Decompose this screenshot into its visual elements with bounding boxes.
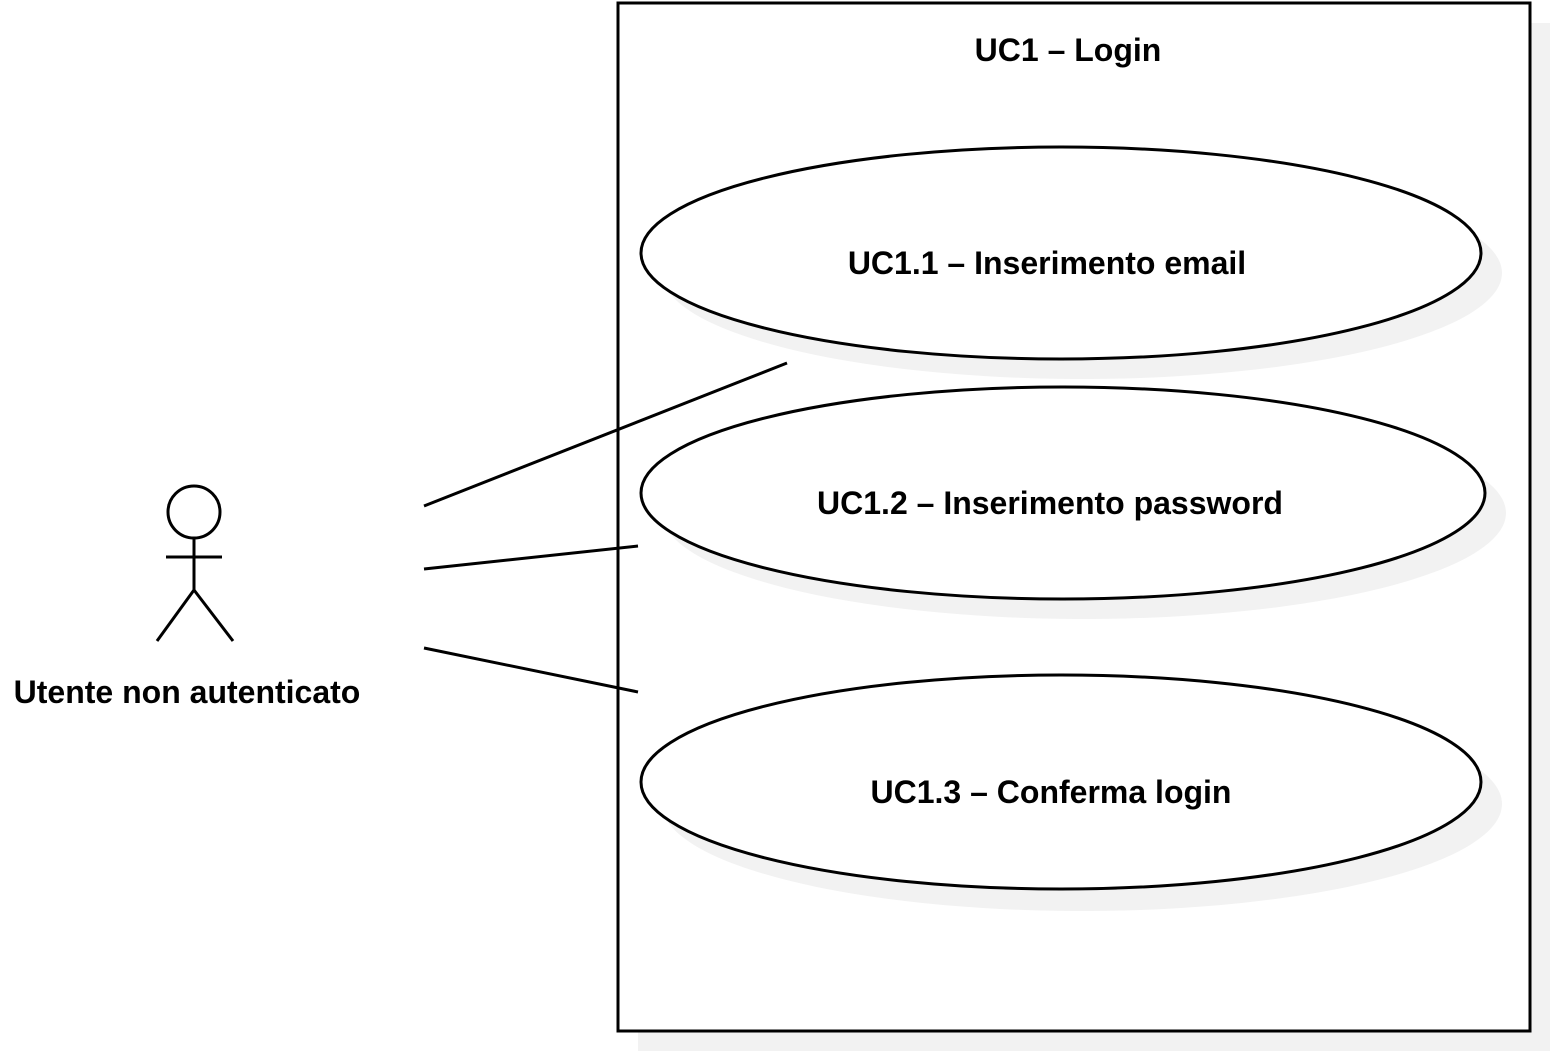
use-case-uc1-2[interactable]: UC1.2 – Inserimento password bbox=[639, 385, 1487, 601]
use-case-label: UC1.2 – Inserimento password bbox=[817, 485, 1283, 521]
use-case-label: UC1.3 – Conferma login bbox=[871, 774, 1232, 810]
association-line-uc1-1[interactable] bbox=[423, 361, 788, 508]
actor-label: Utente non autenticato bbox=[14, 674, 361, 710]
association-line-uc1-3[interactable] bbox=[423, 646, 639, 694]
use-case-uc1-1[interactable]: UC1.1 – Inserimento email bbox=[639, 145, 1483, 361]
system-title: UC1 – Login bbox=[975, 32, 1162, 68]
use-case-uc1-3[interactable]: UC1.3 – Conferma login bbox=[639, 673, 1483, 891]
actor-head bbox=[166, 484, 222, 540]
actor-icon[interactable] bbox=[155, 484, 235, 642]
actor-left-leg bbox=[155, 589, 196, 642]
use-case-ellipse[interactable] bbox=[639, 385, 1487, 601]
use-case-label: UC1.1 – Inserimento email bbox=[848, 245, 1246, 281]
association-line-uc1-2[interactable] bbox=[423, 544, 639, 571]
use-case-ellipse[interactable] bbox=[639, 673, 1483, 891]
use-case-ellipse[interactable] bbox=[639, 145, 1483, 361]
actor-right-leg bbox=[192, 589, 235, 642]
actor-utente-non-autenticato[interactable]: Utente non autenticato bbox=[14, 484, 361, 710]
